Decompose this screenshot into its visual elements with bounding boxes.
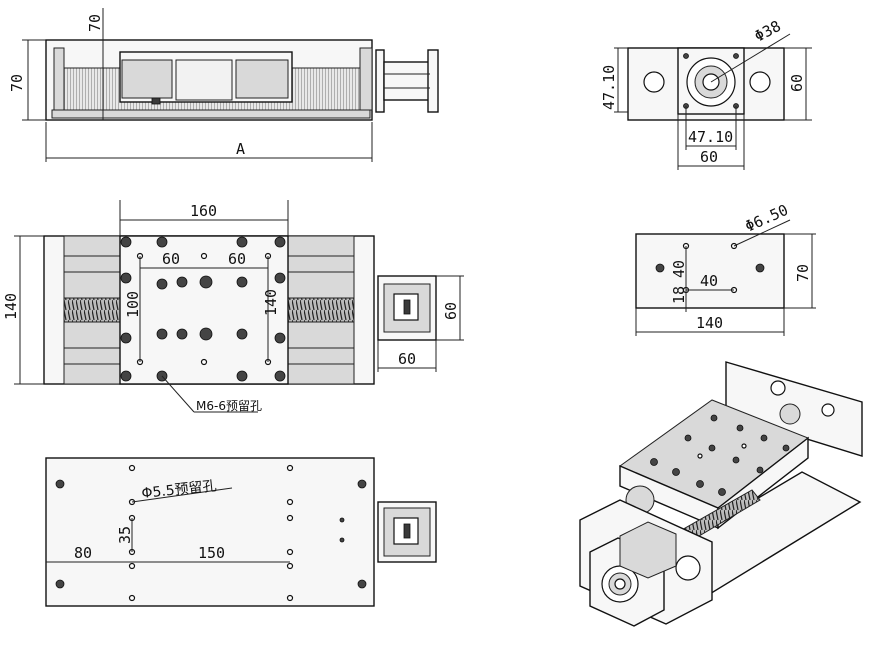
carriage-v40: 40 [670, 260, 688, 278]
top-inner-right-60: 60 [228, 250, 246, 268]
side-view: 70 70 A [8, 8, 439, 162]
top-motor-width: 60 [398, 350, 416, 368]
carriage-v18: 18 [670, 286, 688, 304]
carriage-width-140: 140 [696, 314, 723, 332]
isometric-view [579, 361, 863, 627]
bottom-hole-note: Φ5.5预留孔 [141, 478, 218, 502]
carriage-right-70: 70 [794, 264, 812, 282]
end-view: Φ38 47.10 60 47.10 60 [600, 17, 812, 170]
top-left-140: 140 [2, 293, 20, 320]
side-height-left: 70 [8, 74, 26, 92]
end-right-dim: 60 [788, 74, 806, 92]
carriage-h40: 40 [700, 272, 718, 290]
end-bottom-inner: 47.10 [688, 128, 733, 146]
bottom-mid-150: 150 [198, 544, 225, 562]
bottom-left-80: 80 [74, 544, 92, 562]
side-height-top: 70 [86, 14, 104, 32]
top-width-160: 160 [190, 202, 217, 220]
end-bottom-outer: 60 [700, 148, 718, 166]
top-inner-left-60: 60 [162, 250, 180, 268]
top-hole-note: M6-6预留孔 [196, 399, 262, 413]
top-motor-height: 60 [442, 302, 460, 320]
bottom-view: Φ5.5预留孔 35 80 150 [45, 457, 437, 607]
top-inner-100: 100 [124, 291, 142, 318]
bottom-view-holes [55, 464, 367, 602]
iso-screws [650, 414, 790, 496]
top-inner-140: 140 [262, 289, 280, 316]
top-view-screws [120, 236, 286, 382]
end-left-dim: 47.10 [600, 65, 618, 110]
bottom-v35: 35 [116, 526, 134, 544]
carriage-view: Φ6.50 40 40 18 70 140 [635, 201, 816, 336]
side-length-a: A [236, 140, 245, 158]
top-view: 160 60 60 140 100 140 60 60 M6-6预留孔 [2, 200, 464, 413]
